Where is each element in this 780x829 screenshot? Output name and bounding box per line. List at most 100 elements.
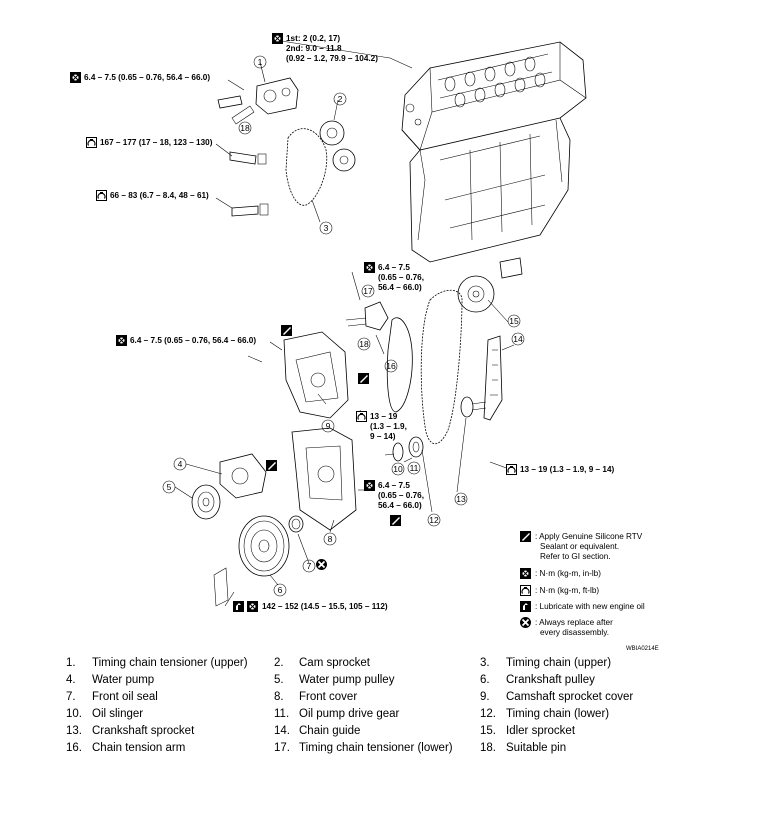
torque-spec-1-line1: 1st: 2 (0.2, 17) (286, 34, 340, 43)
callout-8-label: 8 (328, 534, 333, 544)
part-number: 1. (66, 657, 76, 669)
part-name: Timing chain tensioner (upper) (92, 657, 248, 669)
torque-spec-9-line3: 56.4 – 66.0) (378, 501, 422, 510)
callout-4-label: 4 (178, 459, 183, 469)
legend-rtv: : Apply Genuine Silicone RTV Sealant or … (520, 531, 643, 561)
callout-15: 15 (507, 314, 521, 328)
part-number: 3. (480, 657, 490, 669)
water-pump-pulley (191, 484, 221, 520)
torque-spec-7-line3: 9 – 14) (370, 432, 396, 441)
callout-6-label: 6 (278, 585, 283, 595)
part-name: Front oil seal (92, 691, 158, 703)
part-name: Idler sprocket (506, 725, 576, 737)
part-number: 4. (66, 674, 76, 686)
part-number: 14. (274, 725, 290, 737)
torque-spec-10-text: 142 – 152 (14.5 – 15.5, 105 – 112) (262, 602, 388, 611)
torque-spec-9-line2: (0.65 – 0.76, (378, 491, 424, 500)
callout-3-label: 3 (324, 223, 329, 233)
part-number: 16. (66, 742, 82, 754)
callout-14: 14 (511, 332, 525, 346)
sealant-markers (266, 325, 401, 571)
callout-17: 17 (361, 284, 375, 298)
water-pump (219, 453, 267, 499)
legend-inlb-text: : N·m (kg-m, in-lb) (535, 569, 601, 578)
callout-18b: 18 (357, 337, 371, 351)
part-number: 2. (274, 657, 284, 669)
part-name: Camshaft sprocket cover (506, 691, 634, 703)
timing-chain-upper (285, 128, 328, 206)
callout-6: 6 (273, 583, 287, 597)
parts-list-row: 13. Crankshaft sprocket 14. Chain guide 15. I… (0, 725, 780, 741)
oil-slinger (392, 442, 404, 462)
engine-block (401, 117, 571, 263)
part-name: Timing chain tensioner (lower) (299, 742, 453, 754)
torque-spec-5-line3: 56.4 – 66.0) (378, 283, 422, 292)
part-name: Crankshaft sprocket (92, 725, 195, 737)
legend-inlb: : N·m (kg-m, in-lb) (519, 567, 601, 580)
engine-cylinder-head (401, 41, 587, 151)
part-number: 13. (66, 725, 82, 737)
torque-spec-6: 6.4 – 7.5 (0.65 – 0.76, 56.4 – 66.0) (115, 334, 256, 347)
callout-18a-label: 18 (240, 123, 250, 133)
part-number: 6. (480, 674, 490, 686)
legend-ftlb: : N·m (kg-m, ft-lb) (519, 584, 599, 597)
part-name: Timing chain (upper) (506, 657, 612, 669)
torque-spec-7-line2: (1.3 – 1.9, (370, 422, 407, 431)
torque-spec-7-line1: 13 – 19 (370, 412, 398, 421)
part-number: 9. (480, 691, 490, 703)
callout-18b-label: 18 (359, 339, 369, 349)
part-number: 12. (480, 708, 496, 720)
parts-list-row: 1. Timing chain tensioner (upper) 2. Cam sp… (0, 657, 780, 673)
part-name: Suitable pin (506, 742, 567, 754)
legend-replace-line2: every disassembly. (540, 628, 609, 637)
oil-pump-drive-gear (408, 436, 424, 458)
torque-spec-3-text: 167 – 177 (17 – 18, 123 – 130) (100, 138, 213, 147)
chain-guide (483, 335, 503, 421)
callout-5-label: 5 (167, 482, 172, 492)
torque-spec-3: 167 – 177 (17 – 18, 123 – 130) (85, 136, 213, 149)
callout-1-label: 1 (258, 57, 263, 67)
idler-sprocket (457, 257, 523, 313)
part-name: Cam sprocket (299, 657, 370, 669)
part-name: Oil slinger (92, 708, 144, 720)
callout-18a: 18 (238, 121, 252, 135)
front-oil-seal (288, 515, 304, 533)
legend-ftlb-text: : N·m (kg-m, ft-lb) (535, 586, 599, 595)
callout-2: 2 (333, 92, 347, 106)
legend-rtv-line2: Sealant or equivalent. (540, 542, 619, 551)
part-name: Chain guide (299, 725, 361, 737)
part-number: 15. (480, 725, 496, 737)
callout-13: 13 (454, 492, 468, 506)
legend-replace: : Always replace after every disassembly… (519, 616, 613, 637)
legend-replace-line1: : Always replace after (535, 618, 613, 627)
torque-spec-1: 1st: 2 (0.2, 17) 2nd: 9.0 – 11.8 (0.92 –… (271, 32, 378, 63)
callout-14-label: 14 (513, 334, 523, 344)
legend-rtv-line3: Refer to GI section. (540, 552, 611, 561)
callout-10-label: 10 (393, 464, 403, 474)
callout-11: 11 (407, 461, 421, 475)
torque-spec-1-line3: (0.92 – 1.2, 79.9 – 104.2) (286, 54, 378, 63)
part-name: Water pump pulley (299, 674, 395, 686)
symbol-legend: : Apply Genuine Silicone RTV Sealant or … (519, 531, 659, 652)
callout-13-label: 13 (456, 494, 466, 504)
torque-spec-7: 13 – 19 (1.3 – 1.9, 9 – 14) (355, 410, 407, 441)
callout-4: 4 (173, 457, 187, 471)
camshaft-sprocket-cover (283, 331, 349, 419)
front-cover (291, 427, 357, 531)
callout-8: 8 (323, 532, 337, 546)
callout-12: 12 (427, 513, 441, 527)
callout-10: 10 (391, 462, 405, 476)
legend-lubricate-text: : Lubricate with new engine oil (535, 602, 645, 611)
part-number: 11. (274, 708, 290, 720)
torque-spec-4: 66 – 83 (6.7 – 8.4, 48 – 61) (95, 189, 209, 202)
callout-1: 1 (253, 55, 267, 69)
part-number: 7. (66, 691, 76, 703)
part-number: 17. (274, 742, 290, 754)
sprocket-bolt (229, 151, 269, 217)
part-name: Crankshaft pulley (506, 674, 595, 686)
